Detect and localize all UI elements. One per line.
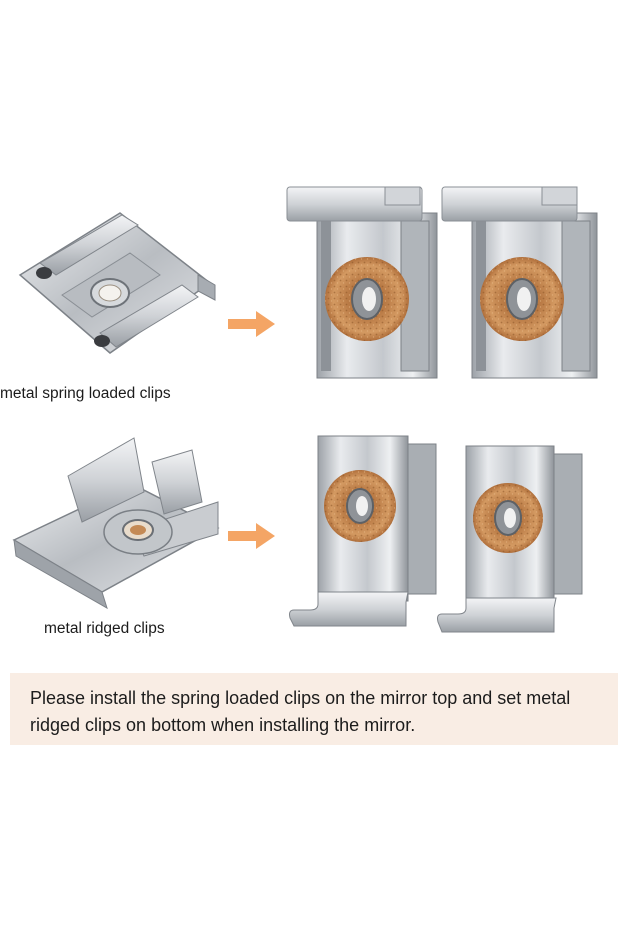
- ridged-clip-mounted-right: [437, 445, 583, 633]
- arrow-right-icon: [228, 311, 275, 337]
- arrow-right-icon: [228, 523, 275, 549]
- install-note-banner: Please install the spring loaded clips o…: [10, 673, 618, 745]
- spring-clip-mounted-right: [441, 186, 598, 379]
- spring-clip-mounted-left: [286, 186, 438, 379]
- spring-clip-flat-image: [18, 212, 216, 354]
- ridged-clips-label: metal ridged clips: [44, 620, 165, 637]
- install-note-text: Please install the spring loaded clips o…: [30, 688, 571, 735]
- spring-clips-label: metal spring loaded clips: [0, 385, 171, 402]
- ridged-clip-flat-image: [12, 437, 220, 610]
- ridged-clip-mounted-left: [289, 435, 437, 627]
